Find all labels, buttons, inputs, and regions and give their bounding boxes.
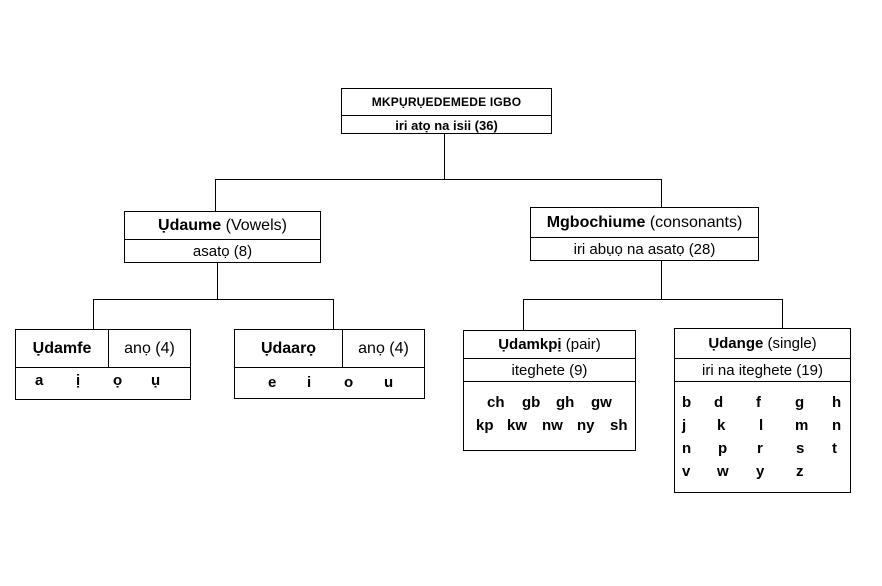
single-consonant: m (795, 417, 809, 434)
single-consonant: s (796, 440, 805, 457)
udamkpi-node: Ụdamkpị (pair) iteghete (9) ch gb gh gw … (463, 330, 636, 451)
single-consonant: y (756, 463, 765, 480)
udange-node: Ụdange (single) iri na iteghete (19) b d… (674, 328, 851, 493)
root-subtitle: iri atọ na isii (36) (395, 117, 498, 133)
consonants-gloss: (consonants) (649, 213, 743, 231)
single-consonant: k (717, 417, 726, 434)
udamfe-name: Ụdamfe (32, 339, 92, 357)
connector-to-vowels (215, 179, 216, 212)
udamfe-node: Ụdamfe anọ (4) a ị ọ ụ (15, 329, 191, 400)
single-consonant: n (832, 417, 842, 434)
consonants-count: iri abụọ na asatọ (28) (573, 241, 716, 258)
vowel-letter: ị (76, 372, 81, 389)
udaaro-node: Ụdaarọ anọ (4) e i o u (234, 329, 425, 399)
single-consonant: j (682, 417, 687, 434)
single-consonant: g (795, 394, 805, 411)
pair-consonant: ch (487, 394, 505, 411)
vowel-letter: ọ (113, 372, 123, 389)
single-consonant: b (682, 394, 692, 411)
vowel-letter: u (384, 374, 394, 391)
connector-root-down (444, 133, 445, 180)
connector-consonants-down (661, 260, 662, 300)
single-consonant: r (757, 440, 763, 457)
connector-level1-horizontal (215, 179, 662, 180)
connector-to-udange (782, 299, 783, 329)
single-consonant: h (832, 394, 842, 411)
vowels-node: Ụdaume (Vowels) asatọ (8) (124, 211, 321, 263)
vowel-letter: e (268, 374, 277, 391)
consonants-name: Mgbochiume (546, 213, 646, 231)
vowel-letter: a (35, 372, 44, 389)
udamkpi-gloss: (pair) (565, 336, 601, 353)
connector-consonants-horizontal (523, 299, 783, 300)
connector-to-udaaro (333, 299, 334, 330)
vowels-name: Ụdaume (158, 216, 222, 234)
connector-to-udamfe (93, 299, 94, 330)
udamkpi-name: Ụdamkpị (498, 336, 562, 353)
single-consonant: w (717, 463, 729, 480)
pair-consonant: sh (610, 417, 628, 434)
pair-consonant: kp (476, 417, 494, 434)
single-consonant: l (759, 417, 764, 434)
udamfe-count: anọ (4) (124, 339, 175, 357)
single-consonant: z (796, 463, 804, 480)
udaaro-count: anọ (4) (358, 339, 409, 357)
single-consonant: n (682, 440, 692, 457)
vowel-letter: i (307, 374, 312, 391)
connector-to-consonants (661, 179, 662, 208)
vowels-gloss: (Vowels) (225, 216, 287, 234)
pair-consonant: ny (577, 417, 595, 434)
udaaro-name: Ụdaarọ (260, 339, 317, 357)
pair-consonant: nw (542, 417, 563, 434)
vowel-letter: o (344, 374, 354, 391)
single-consonant: d (714, 394, 724, 411)
connector-vowels-horizontal (93, 299, 334, 300)
pair-consonant: kw (507, 417, 528, 434)
pair-consonant: gb (522, 394, 541, 411)
vowel-letter: ụ (151, 372, 161, 389)
udange-gloss: (single) (767, 335, 817, 352)
udange-count: iri na iteghete (19) (702, 361, 823, 379)
single-consonant: f (756, 394, 761, 411)
single-consonant: p (718, 440, 728, 457)
vowels-count: asatọ (8) (192, 243, 253, 260)
root-node: MKPỤRỤEDEMEDE IGBO iri atọ na isii (36) (341, 88, 552, 134)
udamkpi-count: iteghete (9) (511, 361, 588, 379)
root-title: MKPỤRỤEDEMEDE IGBO (371, 95, 522, 109)
connector-to-udamkpi (523, 299, 524, 331)
connector-vowels-down (217, 262, 218, 299)
udange-name: Ụdange (708, 335, 764, 352)
single-consonant: t (832, 440, 837, 457)
single-consonant: v (682, 463, 691, 480)
pair-consonant: gh (556, 394, 575, 411)
consonants-node: Mgbochiume (consonants) iri abụọ na asat… (530, 207, 759, 261)
pair-consonant: gw (591, 394, 612, 411)
